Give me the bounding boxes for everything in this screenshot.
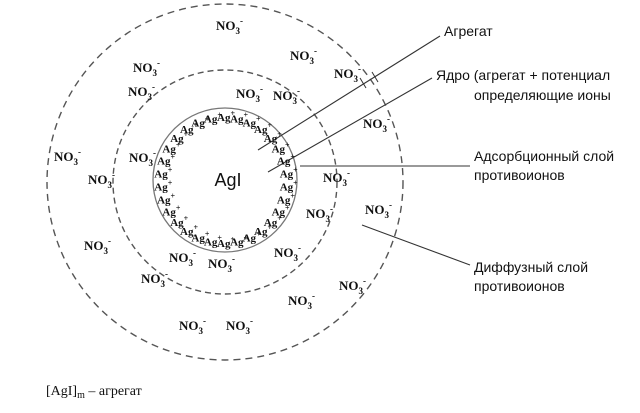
label-nucleus-line1: Ядро (агрегат + потенциал (436, 67, 610, 83)
nucleus-boundary (152, 107, 298, 253)
nitrate-ion: NO3- (128, 82, 155, 102)
nitrate-ion: NO3- (236, 84, 263, 104)
nitrate-ion: NO3- (363, 114, 390, 134)
caption: [AgI]m – агрегат (46, 384, 142, 401)
nitrate-ion: NO3- (88, 170, 115, 190)
label-diffuse-line2: противоионов (474, 278, 565, 294)
silver-ion: Ag+ (217, 235, 235, 250)
silver-ion: Ag+ (217, 109, 235, 124)
nitrate-ion: NO3- (169, 248, 196, 268)
silver-ion: Ag+ (272, 141, 290, 156)
nitrate-ion: NO3- (84, 236, 111, 256)
label-diffuse-line1: Диффузный слой (474, 259, 588, 275)
nitrate-ion: NO3- (274, 243, 301, 263)
silver-ion: Ag+ (230, 234, 248, 249)
nitrate-ion: NO3- (129, 148, 156, 168)
silver-ion: Ag+ (243, 114, 261, 129)
silver-ion: Ag+ (254, 223, 272, 238)
silver-ion: Ag+ (170, 214, 188, 229)
nitrate-ion: NO3- (323, 168, 350, 188)
silver-ion: Ag+ (157, 192, 175, 207)
caption-formula: [AgI] (46, 384, 78, 399)
silver-ion: Ag+ (264, 130, 282, 145)
nitrate-ion: NO3- (179, 316, 206, 336)
label-nucleus-line2: определяющие ионы (474, 87, 611, 103)
nitrate-ion: NO3- (290, 46, 317, 66)
silver-ion: Ag+ (204, 234, 222, 249)
nitrate-ion: NO3- (334, 64, 361, 84)
silver-ion: Ag+ (254, 121, 272, 136)
nitrate-ion: NO3- (208, 254, 235, 274)
caption-rest: – агрегат (84, 384, 142, 399)
leader-lines (257, 35, 471, 266)
core-label: AgI (214, 170, 241, 190)
silver-ion: Ag+ (191, 230, 209, 245)
silver-ion: Ag+ (157, 153, 175, 168)
silver-ion: Ag+ (154, 165, 172, 180)
label-adsorption-line2: противоионов (474, 167, 565, 183)
silver-ion: Ag+ (230, 110, 248, 125)
silver-ion: Ag+ (243, 230, 261, 245)
label-aggregate: Агрегат (444, 23, 493, 39)
silver-ion: Ag+ (277, 192, 295, 207)
silver-ion: Ag+ (180, 121, 198, 136)
boundary-ticks (359, 71, 379, 89)
silver-ion: Ag+ (180, 223, 198, 238)
nitrate-ion: NO3- (339, 276, 366, 296)
nitrate-ion: NO3- (226, 316, 253, 336)
diffuse-layer-boundary (46, 3, 404, 361)
nitrate-ion: NO3- (306, 204, 333, 224)
silver-ion: Ag+ (162, 141, 180, 156)
nitrate-ion: NO3- (216, 16, 243, 36)
silver-ion: Ag+ (162, 204, 180, 219)
nitrate-ion: NO3- (365, 200, 392, 220)
silver-ion: Ag+ (272, 204, 290, 219)
silver-ion: Ag+ (280, 165, 298, 180)
silver-ion: Ag+ (277, 153, 295, 168)
silver-ion: Ag+ (280, 179, 298, 194)
nitrate-ion: NO3- (288, 291, 315, 311)
nitrate-ions: NO3-NO3-NO3-NO3-NO3-NO3-NO3-NO3-NO3-NO3-… (54, 16, 392, 336)
silver-ion: Ag+ (170, 130, 188, 145)
silver-ion: Ag+ (204, 110, 222, 125)
adsorption-layer-boundary (112, 69, 338, 295)
nitrate-ion: NO3- (133, 58, 160, 78)
caption-subscript: m (77, 390, 85, 401)
silver-ion: Ag+ (191, 114, 209, 129)
nitrate-ion: NO3- (141, 269, 168, 289)
nitrate-ion: NO3- (273, 86, 300, 106)
silver-ion: Ag+ (154, 179, 172, 194)
label-adsorption-line1: Адсорбционный слой (474, 148, 614, 164)
silver-ions: Ag+Ag+Ag+Ag+Ag+Ag+Ag+Ag+Ag+Ag+Ag+Ag+Ag+A… (154, 109, 298, 250)
nitrate-ion: NO3- (54, 147, 81, 167)
silver-ion: Ag+ (264, 214, 282, 229)
